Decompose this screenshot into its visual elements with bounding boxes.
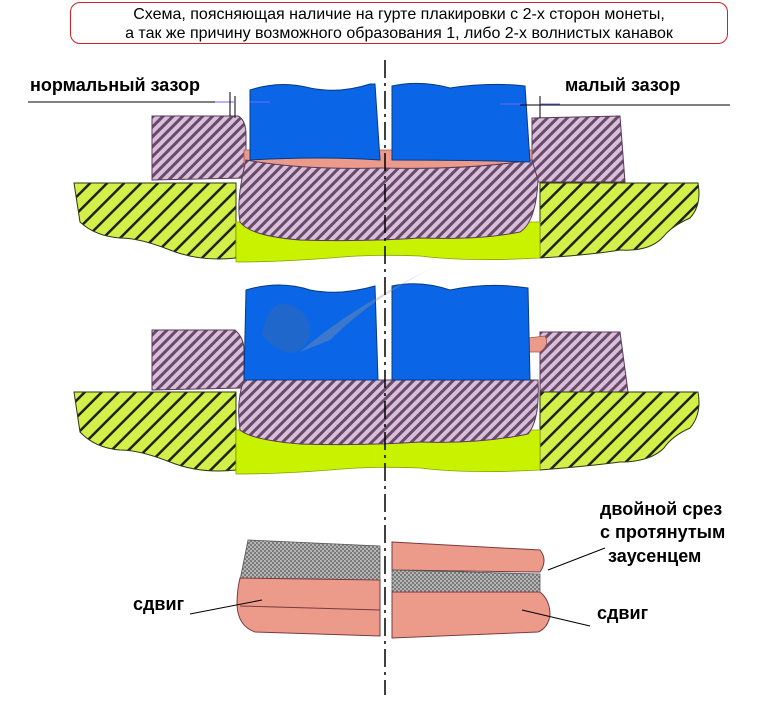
mid-blue-planchet xyxy=(243,284,379,381)
bottom-left-pink xyxy=(236,577,381,637)
top-diagram xyxy=(73,82,700,263)
mid-pink-edge xyxy=(527,335,548,353)
mid-right-die xyxy=(539,391,700,471)
top-right-die xyxy=(539,182,700,259)
bottom-diagram xyxy=(236,539,551,639)
bottom-right-pink xyxy=(391,591,551,639)
label-double-cut-2: с протянутым xyxy=(600,522,726,542)
title-line-2: а так же причину возможного образования … xyxy=(125,25,673,42)
top-hatched-core xyxy=(238,159,539,242)
top-left-die xyxy=(73,182,237,260)
title-line-1: Схема, поясняющая наличие на гурте плаки… xyxy=(133,6,665,23)
bottom-left-dotted xyxy=(239,539,381,581)
watermark-logo xyxy=(262,255,460,353)
annotation-lines xyxy=(28,92,730,627)
top-blue-planchet xyxy=(249,83,381,161)
top-right-collar xyxy=(531,115,626,183)
top-left-collar xyxy=(151,115,247,181)
mid-left-collar xyxy=(151,329,245,391)
bottom-right-pink-top xyxy=(391,541,545,573)
label-double-cut-3: заусенцем xyxy=(608,546,702,566)
middle-diagram xyxy=(73,283,700,475)
label-shift-left: сдвиг xyxy=(133,594,185,614)
label-small-gap: малый зазор xyxy=(565,75,681,95)
label-double-cut-1: двойной срез xyxy=(600,499,723,519)
label-shift-right: сдвиг xyxy=(597,603,649,623)
mid-left-die xyxy=(73,391,237,472)
label-normal-gap: нормальный зазор xyxy=(30,75,200,95)
top-blue-planchet-right xyxy=(391,82,531,163)
mid-hatched-core xyxy=(238,379,539,446)
title-box: Схема, поясняющая наличие на гурте плаки… xyxy=(70,2,728,44)
mid-right-collar xyxy=(539,331,629,393)
mid-blue-planchet-right xyxy=(391,283,531,381)
bottom-right-dotted xyxy=(391,569,541,593)
